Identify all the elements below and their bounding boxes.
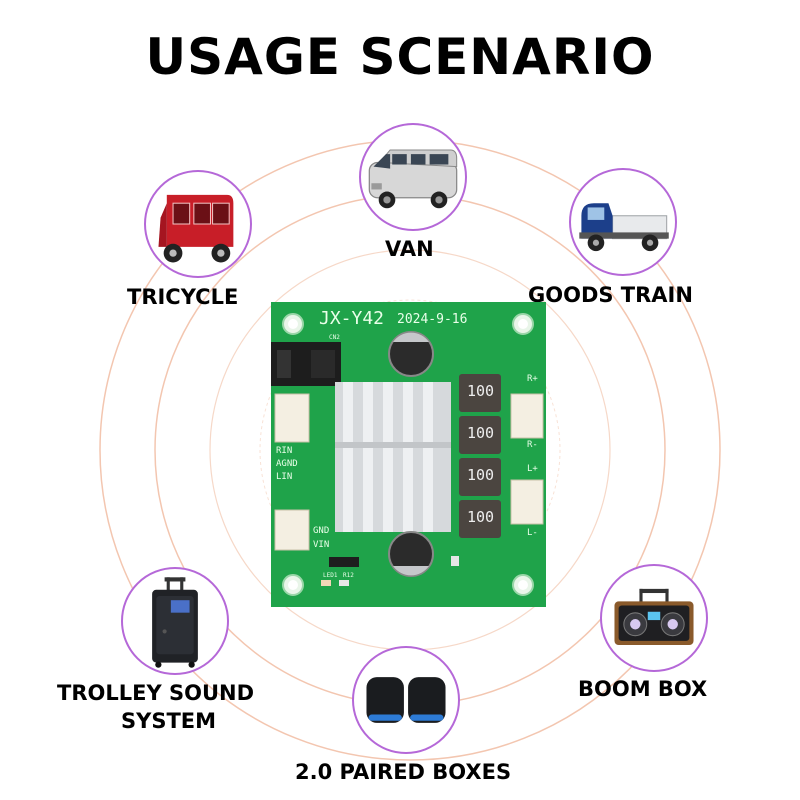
scenario-label-boombox: BOOM BOX (578, 677, 708, 701)
scenario-label-goods-train: GOODS TRAIN (528, 283, 693, 307)
boombox-circle (600, 564, 708, 672)
scenario-label-trolley-line2: SYSTEM (121, 709, 217, 733)
silk-led1: LED1 (323, 572, 338, 579)
inductor-label-4: 100 (467, 508, 495, 526)
pin-agnd: AGND (276, 459, 298, 469)
pcb-graphic (271, 302, 546, 607)
page-title: USAGE SCENARIO (145, 28, 655, 86)
board-cn2: CN2 (329, 334, 340, 341)
board-model: JX-Y42 (319, 308, 385, 329)
amplifier-board: JX-Y42 2024-9-16 CN2 100 100 100 100 RIN… (271, 302, 546, 607)
scenario-label-trolley-line1: TROLLEY SOUND (57, 681, 255, 705)
boombox-icon (614, 588, 694, 646)
pin-r-plus: R+ (527, 374, 538, 384)
van-circle (359, 123, 467, 231)
truck-icon (579, 203, 669, 252)
pin-vin: VIN (313, 540, 330, 550)
paired-boxes-circle (352, 646, 460, 754)
tricycle-icon (158, 194, 234, 263)
inductor-label-2: 100 (467, 424, 495, 442)
pin-gnd: GND (313, 526, 330, 536)
tricycle-circle (144, 170, 252, 278)
inductor-label-3: 100 (467, 466, 495, 484)
silk-r12: R12 (343, 572, 354, 579)
trolley-speaker-icon (152, 577, 198, 668)
scenario-label-paired-boxes: 2.0 PAIRED BOXES (295, 760, 512, 784)
pin-lin: LIN (276, 472, 293, 482)
van-icon (368, 149, 458, 209)
inductor-label-1: 100 (467, 382, 495, 400)
paired-speakers-icon (366, 677, 446, 723)
pin-l-minus: L- (527, 528, 538, 538)
pin-l-plus: L+ (527, 464, 538, 474)
scenario-label-tricycle: TRICYCLE (127, 285, 239, 309)
pin-r-minus: R- (527, 440, 538, 450)
trolley-circle (121, 567, 229, 675)
goods-train-circle (569, 168, 677, 276)
board-date: 2024-9-16 (397, 312, 468, 327)
scenario-label-van: VAN (385, 237, 434, 261)
pin-rin: RIN (276, 446, 293, 456)
